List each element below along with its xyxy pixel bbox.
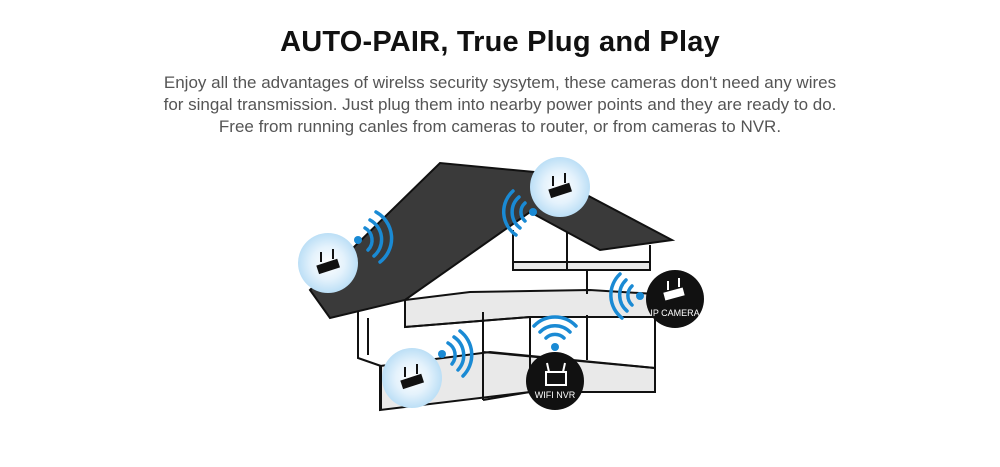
description-line-2: for singal transmission. Just plug them … [163,95,837,114]
ip-camera-label: IP CAMERA [650,308,699,318]
camera-top [530,157,590,217]
page-title: AUTO-PAIR, True Plug and Play [280,26,720,58]
description: Enjoy all the advantages of wirelss secu… [0,72,1000,138]
wifi-signal-bottom [438,329,474,378]
camera-bottom [382,348,442,408]
attic-floor [512,261,651,271]
house-floors [379,261,656,412]
wifi-signal-right [609,272,644,320]
house-illustration: IP CAMERA WIFI NVR [298,157,704,412]
ip-camera-badge: IP CAMERA [646,270,704,328]
camera-left [298,233,358,293]
wifi-signal-left [354,210,394,264]
description-line-1: Enjoy all the advantages of wirelss secu… [163,73,837,92]
wifi-signal-nvr [532,315,578,351]
wifi-nvr-badge: WIFI NVR [526,352,584,410]
wifi-signal-top [502,189,537,237]
wifi-nvr-label: WIFI NVR [535,390,576,400]
description-line-3: Free from running canles from cameras to… [218,117,782,136]
